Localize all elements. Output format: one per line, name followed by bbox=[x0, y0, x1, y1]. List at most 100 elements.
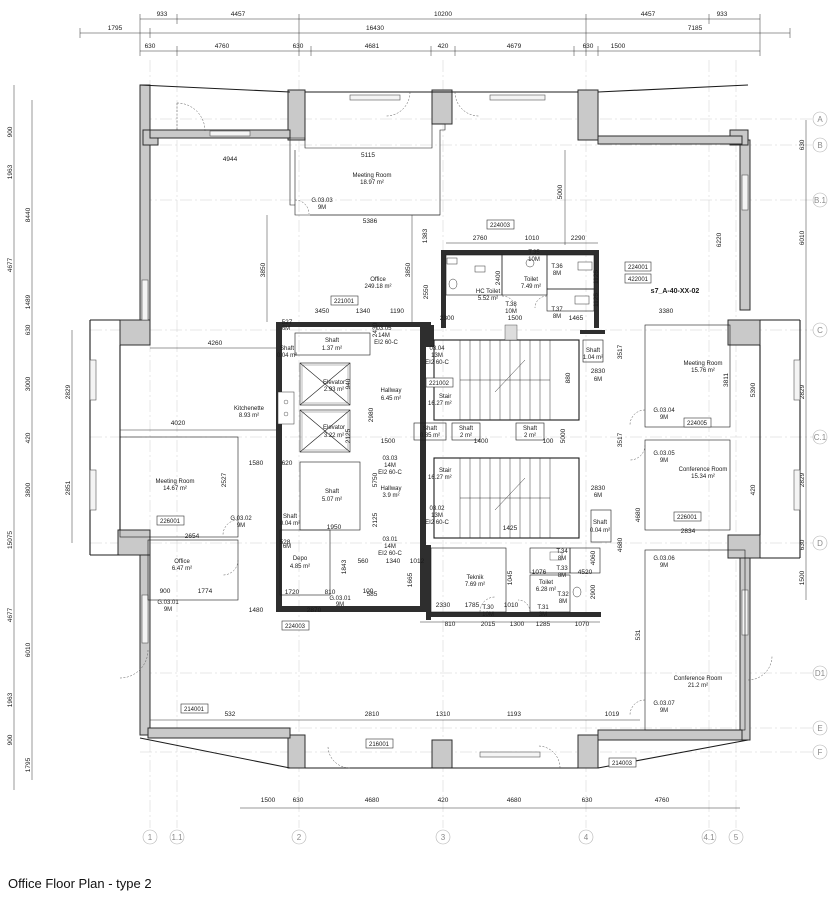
dimension-label: 560 bbox=[358, 558, 369, 565]
door-tag: 03.01 bbox=[382, 537, 398, 543]
dimension-label: 630 bbox=[583, 43, 594, 50]
dimension-label: 2760 bbox=[473, 235, 488, 242]
door-tag: G.03.05 bbox=[653, 451, 675, 457]
dimension-label: 2834 bbox=[681, 528, 696, 535]
room-area: 15.34 m² bbox=[691, 474, 715, 480]
dimension-label: 5000 bbox=[557, 184, 564, 199]
dimension-label: 940 bbox=[345, 378, 352, 389]
dimension-label: 2980 bbox=[368, 407, 375, 422]
dimension-label: 4677 bbox=[7, 257, 14, 272]
dimension-label: 5750 bbox=[372, 472, 379, 487]
room-area: 1.37 m² bbox=[322, 346, 342, 352]
dimension-label: 2829 bbox=[799, 384, 806, 399]
exterior-walls bbox=[89, 84, 801, 769]
dimension-label: 3850 bbox=[405, 262, 412, 277]
room-name: Shaft bbox=[325, 489, 339, 495]
dimension-label: 1500 bbox=[611, 43, 626, 50]
dimension-label: 10200 bbox=[434, 11, 452, 18]
dimension-label: 1010 bbox=[525, 235, 540, 242]
dimension-label: 5000 bbox=[560, 428, 567, 443]
dimension-label: 630 bbox=[145, 43, 156, 50]
dimension-label: 1843 bbox=[341, 559, 348, 574]
room-name: Shaft bbox=[325, 338, 339, 344]
dimension-label: 933 bbox=[717, 11, 728, 18]
door-tag: 6M bbox=[283, 544, 291, 550]
dimension-label: 1963 bbox=[7, 164, 14, 179]
door-tag-rating: 13M bbox=[431, 353, 443, 359]
dimension-label: 5390 bbox=[750, 382, 757, 397]
grid-label-row: E bbox=[817, 724, 822, 733]
room-name: HC Toilet bbox=[476, 289, 501, 295]
room-name: Shaft bbox=[423, 426, 437, 432]
room-name: Kitchenette bbox=[234, 406, 265, 412]
grid-label-row: B.1 bbox=[814, 196, 827, 205]
dimension-label: 2830 bbox=[591, 485, 606, 492]
left-rooms: Meeting Room 14.67 m² Office 6.47 m² G.0… bbox=[119, 436, 264, 614]
dimension-label: 620 bbox=[282, 460, 293, 467]
dimension-label: 2550 bbox=[423, 284, 430, 299]
dimension-label: 1070 bbox=[575, 621, 590, 628]
dimension-label: 532 bbox=[225, 711, 236, 718]
door-tag-rating: 9M bbox=[164, 607, 172, 613]
dimension-label: 1720 bbox=[285, 589, 300, 596]
room-name: Shaft bbox=[283, 514, 297, 520]
door-tag: G.03.04 bbox=[653, 408, 675, 414]
dimension-label: 1340 bbox=[356, 308, 371, 315]
grid-label-row: C bbox=[817, 326, 823, 335]
door-tag: T.37 bbox=[551, 307, 563, 313]
dimension-label: 420 bbox=[25, 432, 32, 443]
door-tag: G.03.06 bbox=[653, 556, 675, 562]
grid-label-col: 3 bbox=[441, 833, 446, 842]
left-dimension-chains: 900 1963 8440 4677 1489 630 3000 420 380… bbox=[7, 85, 73, 790]
room-area: 7.69 m² bbox=[465, 582, 485, 588]
door-tag-extra: EI2 60-C bbox=[425, 360, 449, 366]
dimension-label: 420 bbox=[438, 43, 449, 50]
room-name: Conference Room bbox=[674, 676, 723, 682]
grid-label-row: F bbox=[818, 748, 823, 757]
space-tag: 214003 bbox=[612, 761, 633, 767]
dimension-label: 1963 bbox=[7, 692, 14, 707]
dimension-label: 3380 bbox=[659, 308, 674, 315]
dimension-label: 630 bbox=[25, 324, 32, 335]
top-dimension-chains: 933 4457 10200 4457 933 1795 16430 7185 … bbox=[79, 11, 791, 56]
room-area: 5.52 m² bbox=[478, 296, 498, 302]
dimension-label: 2810 bbox=[365, 711, 380, 718]
dimension-label: 4681 bbox=[365, 43, 380, 50]
dimension-label: 2330 bbox=[436, 602, 451, 609]
dimension-label: 3000 bbox=[25, 376, 32, 391]
dimension-label: 2400 bbox=[495, 270, 502, 285]
room-area: 3.9 m² bbox=[382, 493, 399, 499]
dimension-label: 4760 bbox=[655, 797, 670, 804]
dimension-label: 2125 bbox=[372, 512, 379, 527]
dimension-label: 3517 bbox=[617, 344, 624, 359]
door-tag: T.33 bbox=[556, 566, 568, 572]
door-tag: T.30 bbox=[482, 605, 494, 611]
dimension-label: 630 bbox=[293, 43, 304, 50]
grid-label-col: 4 bbox=[584, 833, 589, 842]
dimension-label: 3450 bbox=[315, 308, 330, 315]
room-area: 14.67 m² bbox=[163, 486, 187, 492]
dimension-label: 1795 bbox=[25, 757, 32, 772]
room-area: 8.93 m² bbox=[239, 413, 259, 419]
door-tag-rating: 10M bbox=[505, 309, 517, 315]
door-tag-rating: 8M bbox=[558, 573, 566, 579]
dimension-label: 2015 bbox=[481, 621, 496, 628]
dimension-label: 16430 bbox=[366, 25, 384, 32]
room-area: 7.49 m² bbox=[521, 284, 541, 290]
dimension-label: 7185 bbox=[688, 25, 703, 32]
space-tag: 224003 bbox=[490, 223, 511, 229]
room-name: Hallway bbox=[380, 486, 401, 492]
dimension-label: 900 bbox=[160, 588, 171, 595]
grid-bubbles: A B B.1 C C.1 D D1 E F 1 1.1 2 3 4 4.1 5 bbox=[142, 111, 828, 845]
space-tag: 422001 bbox=[628, 277, 649, 283]
door-tag: T.36 bbox=[551, 264, 563, 270]
room-name: Stair bbox=[439, 468, 451, 474]
door-tag-rating: 10M bbox=[528, 257, 540, 263]
dimension-label: 3850 bbox=[260, 262, 267, 277]
room-name: Conference Room bbox=[679, 467, 728, 473]
dimension-label: 1500 bbox=[261, 797, 276, 804]
room-area: 21.2 m² bbox=[688, 683, 708, 689]
dimension-label: 3517 bbox=[617, 432, 624, 447]
